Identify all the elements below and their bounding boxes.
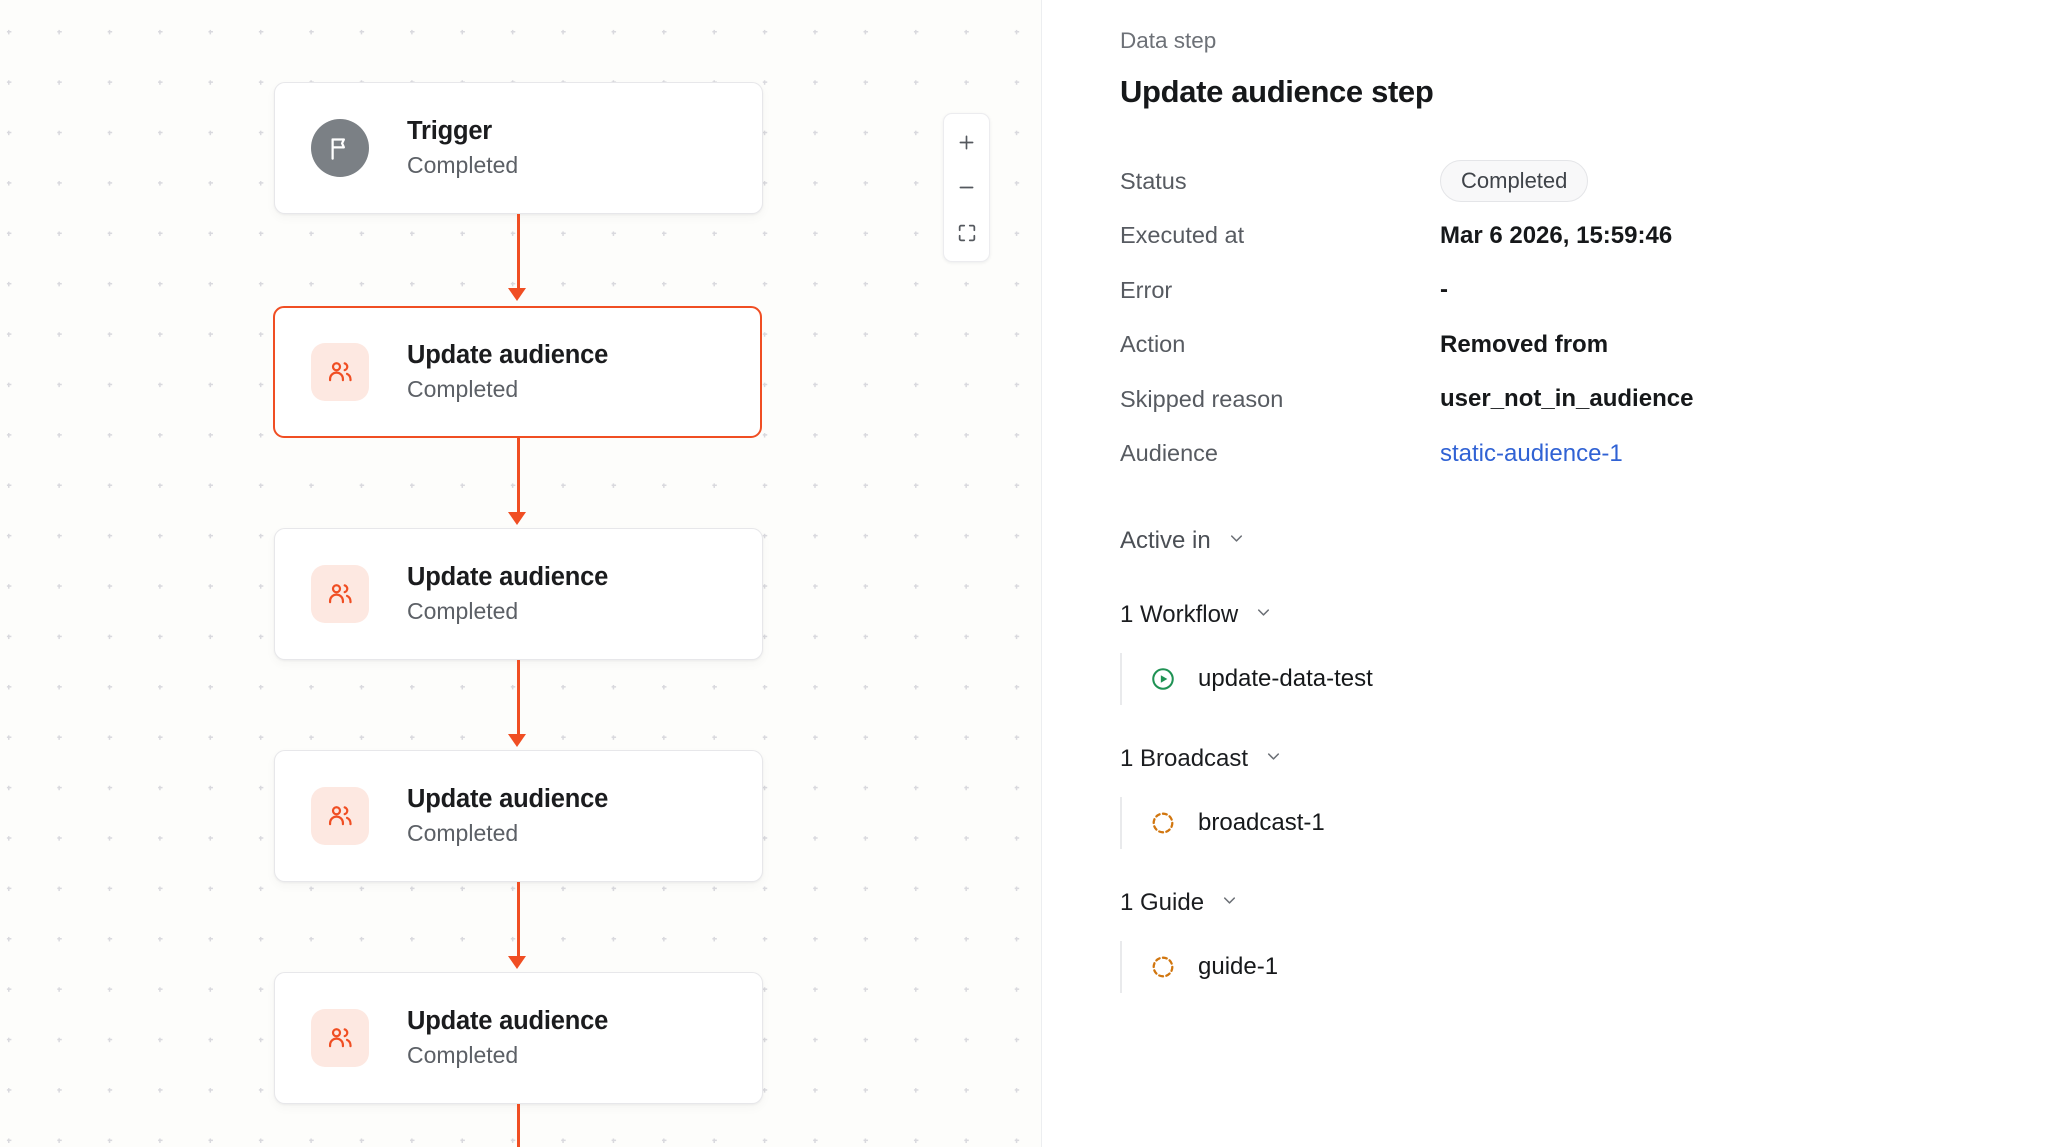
active-in-label: Active in — [1120, 527, 1211, 554]
users-icon — [311, 343, 369, 401]
chevron-down-icon — [1220, 889, 1239, 917]
field-skipped-reason: Skipped reason user_not_in_audience — [1120, 372, 2008, 427]
active-in-toggle[interactable]: Active in — [1120, 521, 2008, 561]
entity-name: update-data-test — [1198, 665, 1373, 692]
chevron-down-icon — [1264, 745, 1283, 773]
audience-link[interactable]: static-audience-1 — [1440, 439, 1623, 467]
field-value: user_not_in_audience — [1440, 385, 1694, 413]
node-title: Update audience — [407, 563, 609, 592]
field-label: Skipped reason — [1120, 385, 1284, 412]
group-workflow-items: update-data-test Trigger — [1120, 653, 2008, 705]
node-status: Completed — [407, 819, 519, 846]
connector-arrow — [508, 734, 526, 747]
play-circle-icon — [1150, 666, 1176, 692]
field-value: - — [1440, 276, 1448, 304]
node-text: Update audience Completed — [407, 784, 608, 847]
connector-line — [517, 214, 520, 288]
panel-eyebrow: Data step — [1120, 28, 1217, 53]
group-workflow: 1 Workflow update-data-test — [1120, 595, 2008, 705]
field-status: Status Completed — [1120, 154, 2008, 209]
connector-line — [517, 882, 520, 956]
node-status: Completed — [407, 375, 519, 402]
connector-line — [517, 660, 520, 734]
dashed-circle-icon — [1150, 954, 1176, 980]
connector-line — [517, 438, 520, 512]
field-value: Mar 6 2026, 15:59:46 — [1440, 221, 1673, 249]
node-text: Update audience Completed — [407, 1006, 608, 1069]
users-icon — [311, 1009, 369, 1067]
node-status: Completed — [407, 597, 519, 624]
group-label: 1 Guide — [1120, 889, 1205, 916]
group-label: 1 Broadcast — [1120, 745, 1249, 772]
connector-arrow — [508, 956, 526, 969]
page-title: Update audience step — [1120, 74, 1434, 109]
field-label: Error — [1120, 276, 1173, 303]
group-label: 1 Workflow — [1120, 601, 1239, 628]
node-title: Update audience — [407, 341, 609, 370]
field-label: Executed at — [1120, 222, 1245, 249]
node-status: Completed — [407, 151, 519, 178]
workflow-canvas[interactable]: Trigger Completed Update a — [0, 0, 1041, 1147]
field-value: Removed from — [1440, 330, 1609, 358]
dashed-circle-icon — [1150, 810, 1176, 836]
users-icon — [311, 787, 369, 845]
workflow-node-trigger[interactable]: Trigger Completed — [274, 82, 763, 214]
canvas-content: Trigger Completed Update a — [273, 82, 990, 1147]
group-broadcast: 1 Broadcast broadcast-1 — [1120, 739, 2008, 849]
node-text: Update audience Completed — [407, 562, 608, 625]
workflow-node-update-audience-1[interactable]: Update audience Completed — [273, 306, 762, 438]
list-item[interactable]: broadcast-1 — [1150, 797, 2008, 849]
fit-to-screen-button[interactable] — [944, 210, 989, 255]
group-guide-items: guide-1 — [1120, 941, 2008, 993]
users-icon — [311, 565, 369, 623]
node-text: Trigger Completed — [407, 116, 518, 179]
group-broadcast-toggle[interactable]: 1 Broadcast — [1120, 739, 2008, 779]
connector-arrow — [508, 512, 526, 525]
list-item[interactable]: update-data-test Trigger — [1150, 653, 2008, 705]
workflow-node-update-audience-4[interactable]: Update audience Completed — [274, 972, 763, 1104]
group-broadcast-items: broadcast-1 — [1120, 797, 2008, 849]
zoom-in-button[interactable] — [944, 120, 989, 165]
zoom-controls[interactable] — [943, 113, 990, 262]
chevron-down-icon — [1254, 601, 1273, 629]
field-error: Error - — [1120, 263, 2008, 318]
detail-panel: Data step Update audience step Status Co… — [1041, 0, 2048, 1147]
entity-name: broadcast-1 — [1198, 809, 1325, 836]
field-label: Status — [1120, 167, 1187, 194]
workflow-node-update-audience-2[interactable]: Update audience Completed — [274, 528, 763, 660]
list-item[interactable]: guide-1 — [1150, 941, 2008, 993]
field-label: Audience — [1120, 440, 1218, 467]
node-title: Update audience — [407, 1007, 609, 1036]
connector-arrow — [508, 288, 526, 301]
node-status: Completed — [407, 1041, 519, 1068]
active-in-section: Active in 1 Workflow — [1120, 521, 2008, 993]
workflow-node-update-audience-3[interactable]: Update audience Completed — [274, 750, 763, 882]
field-label: Action — [1120, 331, 1186, 358]
connector-line — [517, 1104, 520, 1147]
entity-name: guide-1 — [1198, 953, 1279, 980]
node-title: Update audience — [407, 785, 609, 814]
group-guide-toggle[interactable]: 1 Guide — [1120, 883, 2008, 923]
group-workflow-toggle[interactable]: 1 Workflow — [1120, 595, 2008, 635]
field-action: Action Removed from — [1120, 318, 2008, 373]
flag-icon — [311, 119, 369, 177]
field-executed-at: Executed at Mar 6 2026, 15:59:46 — [1120, 209, 2008, 264]
zoom-out-button[interactable] — [944, 165, 989, 210]
chevron-down-icon — [1227, 527, 1246, 555]
node-text: Update audience Completed — [407, 340, 608, 403]
field-audience: Audience static-audience-1 — [1120, 427, 2008, 482]
node-title: Trigger — [407, 117, 493, 146]
status-badge: Completed — [1440, 160, 1589, 203]
group-guide: 1 Guide guide-1 — [1120, 883, 2008, 993]
